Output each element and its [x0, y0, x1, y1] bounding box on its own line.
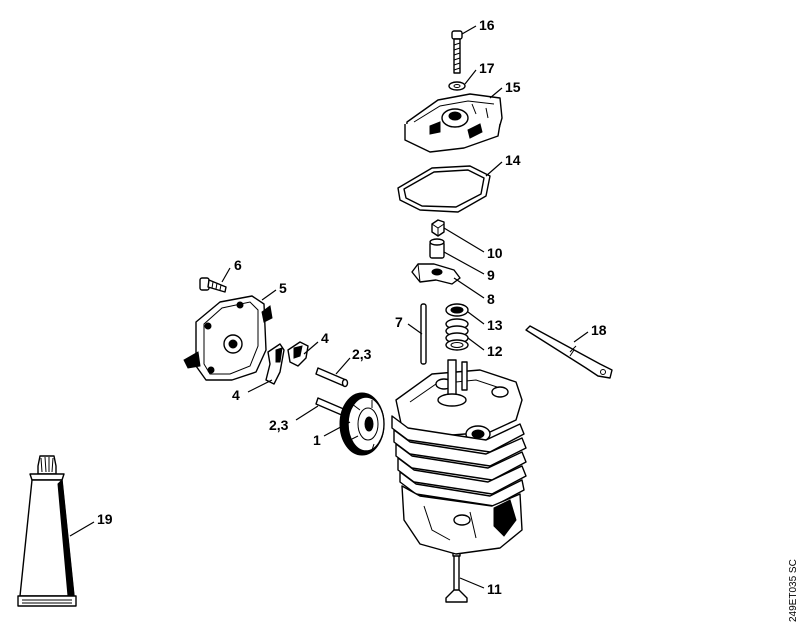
cylinder-assembly: [391, 359, 527, 555]
tube-19: [17, 455, 77, 607]
callout-10: 10: [487, 245, 503, 261]
cam-follower-4-left: [265, 343, 285, 385]
valve-cover-15: [404, 93, 503, 153]
callout-12: 12: [487, 343, 503, 359]
callout-4-left: 4: [232, 387, 240, 403]
callout-13: 13: [487, 317, 503, 333]
valve-spring-12: [445, 318, 469, 351]
callout-19: 19: [97, 511, 113, 527]
callout-11: 11: [487, 581, 502, 597]
callout-16: 16: [479, 17, 495, 33]
callout-2-3-lower: 2,3: [269, 417, 289, 433]
leader-lines: [69, 25, 589, 589]
callout-14: 14: [505, 152, 521, 168]
callout-6: 6: [234, 257, 242, 273]
cover-5: [183, 295, 273, 381]
tool-18: [525, 325, 613, 379]
callout-17: 17: [479, 60, 495, 76]
callout-8: 8: [487, 291, 495, 307]
drawing-code: 249ET035 SC: [788, 559, 799, 622]
callout-15: 15: [505, 79, 521, 95]
callout-7: 7: [395, 314, 403, 330]
callout-4-right: 4: [321, 330, 329, 346]
spring-retainer-13: [445, 303, 469, 317]
gasket-14: [397, 165, 491, 213]
callout-1: 1: [313, 432, 321, 448]
rocker-arm-8: [411, 263, 461, 285]
callout-5: 5: [279, 280, 287, 296]
callout-18: 18: [591, 322, 607, 338]
callout-9: 9: [487, 267, 495, 283]
callout-2-3-upper: 2,3: [352, 346, 372, 362]
camshaft-gear-1: [339, 392, 385, 456]
valve-11: [445, 549, 468, 603]
pivot-9: [429, 238, 445, 259]
nut-10: [431, 219, 445, 237]
washer-17: [448, 81, 466, 91]
pin-2-3-upper: [315, 367, 349, 388]
screw-6: [199, 277, 227, 293]
screw-16: [451, 30, 463, 74]
callout-labels: 16 17 15 14 10 9 8 7 13 12 18 6 5 4 4 2,…: [97, 17, 607, 597]
cam-follower-4-right: [287, 341, 309, 367]
